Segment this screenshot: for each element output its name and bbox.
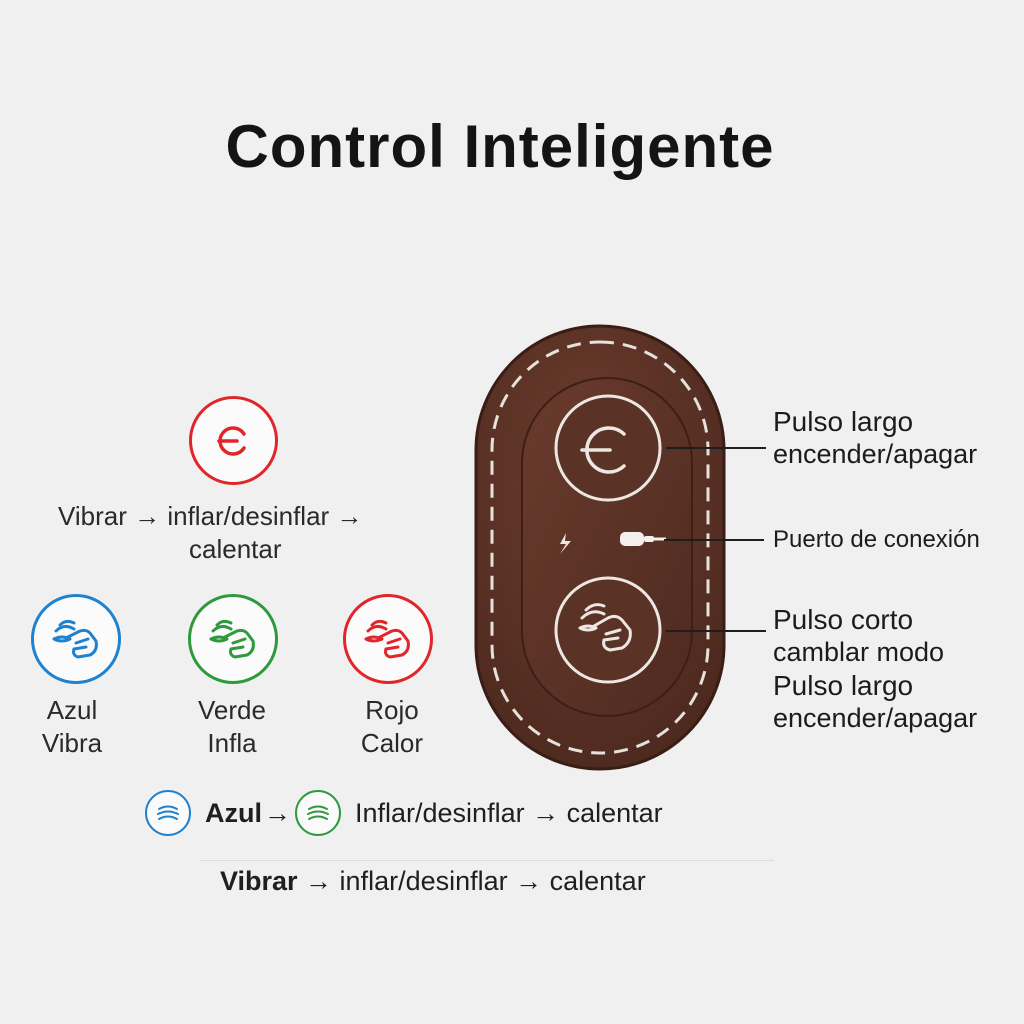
leader-power (666, 447, 766, 449)
hand-wave-icon (52, 619, 98, 659)
callout-mode-line3: Pulso largo (773, 670, 914, 701)
mode-desc: Infla (207, 728, 257, 758)
flow2-text: → inflar/desinflar → calentar (297, 866, 646, 896)
hand-wave-icon (157, 805, 179, 820)
power-icon (580, 426, 626, 474)
callout-mode-line1: Pulso corto (773, 604, 914, 635)
mode-legend-green: Verde Infla (162, 694, 302, 760)
hand-wave-icon (578, 603, 632, 652)
mini-badge-green (295, 790, 341, 836)
callout-port-label: Puerto de conexión (773, 526, 980, 553)
flow-blue-label: Azul (205, 797, 262, 828)
mode-desc: Calor (360, 728, 424, 758)
callout-port: Puerto de conexión (773, 523, 980, 556)
leader-mode (666, 630, 766, 632)
flow-text: Inflar/desinflar → calentar (355, 797, 663, 828)
callout-mode: Pulso corto camblar modo Pulso largo enc… (773, 603, 977, 735)
mode-badge-blue (31, 594, 121, 684)
mode-sequence: Vibrar → inflar/desinflar → calentar (58, 500, 362, 566)
device-stitching (490, 340, 710, 755)
flow-row: Azul → Inflar/desinflar → calentar (145, 790, 663, 836)
sequence-line-2: calentar (189, 534, 282, 564)
sequence-line-1: Vibrar → inflar/desinflar → (58, 501, 363, 531)
power-icon (216, 425, 246, 456)
mode-badge-green (188, 594, 278, 684)
mode-name: Rojo (365, 695, 419, 725)
mini-badge-blue (145, 790, 191, 836)
divider (200, 860, 774, 861)
flow2-bold: Vibrar (220, 866, 298, 896)
leader-port (664, 539, 764, 541)
callout-mode-line4: encender/apagar (773, 703, 978, 733)
hand-wave-icon (307, 805, 329, 820)
hand-wave-icon (364, 619, 410, 659)
callout-power: Pulso largo encender/apagar (773, 405, 977, 471)
power-badge (189, 396, 278, 485)
hand-wave-icon (209, 619, 255, 659)
mode-legend-blue: Azul Vibra (2, 694, 142, 760)
mode-name: Azul (46, 695, 98, 725)
callout-power-line2: encender/apagar (773, 439, 978, 469)
mode-legend-red: Rojo Calor (322, 694, 462, 760)
power-button[interactable] (554, 394, 662, 502)
controller-device (474, 324, 726, 771)
page-title: Control Inteligente (225, 113, 775, 180)
callout-power-line1: Pulso largo (773, 406, 914, 437)
flow-arrow: → (264, 797, 291, 828)
flow-row-2: Vibrar → inflar/desinflar → calentar (220, 866, 646, 897)
mode-badge-red (343, 594, 433, 684)
mode-button[interactable] (554, 576, 662, 684)
mode-desc: Vibra (41, 728, 103, 758)
callout-mode-line2: camblar modo (773, 637, 945, 667)
mode-name: Verde (198, 695, 266, 725)
usb-port-icon (620, 532, 666, 546)
bolt-icon (560, 533, 571, 554)
